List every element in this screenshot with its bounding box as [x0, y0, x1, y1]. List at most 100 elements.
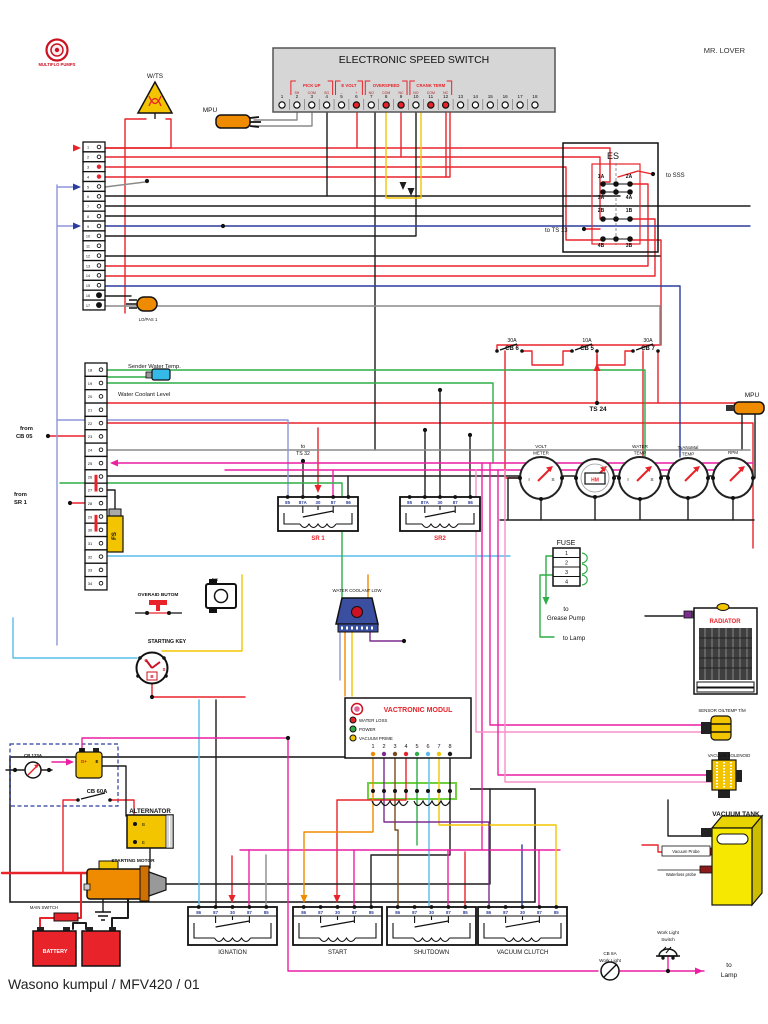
relay-coil-legs — [392, 923, 471, 939]
label: 8 — [87, 215, 89, 219]
relay-coil-legs — [193, 923, 272, 939]
label: E — [142, 840, 145, 845]
label: 85 — [407, 500, 412, 505]
label: 3 — [393, 744, 396, 750]
relay-terminal — [463, 905, 468, 909]
relay-contact-stubs — [414, 916, 449, 923]
module-terminal — [425, 751, 431, 757]
relay-contact-stubs — [505, 916, 540, 923]
relay-terminal — [213, 905, 218, 909]
strip-terminal — [96, 283, 102, 288]
strip-terminal — [98, 367, 104, 372]
label: 17 — [86, 304, 90, 308]
wire — [539, 574, 555, 638]
label: STARTING KEY — [148, 639, 187, 645]
strip-pin — [382, 789, 386, 793]
connector-coils — [371, 799, 451, 807]
label: WATER LOSS — [359, 718, 387, 723]
strip-terminal — [96, 164, 102, 169]
label: 87 — [503, 910, 508, 915]
ess-terminal — [397, 101, 405, 109]
label: 2 — [87, 156, 89, 160]
label: 30A — [507, 338, 517, 344]
label: CB 60A — [87, 789, 108, 795]
wire-arrow — [399, 182, 407, 190]
wire — [161, 574, 243, 652]
junction-dot — [67, 500, 73, 506]
wire — [104, 218, 656, 277]
label: 1A — [598, 174, 605, 180]
wire — [496, 239, 662, 352]
wire — [39, 917, 57, 930]
wire-arrow — [73, 183, 81, 191]
relay-terminal — [369, 905, 374, 909]
switch-pole — [631, 349, 635, 353]
module-terminal — [392, 751, 398, 757]
label: ES — [212, 577, 218, 583]
label: 30 — [438, 500, 443, 505]
gauge-terminal — [711, 476, 715, 480]
relay-terminal — [429, 905, 434, 909]
ess-group-bracket — [335, 80, 363, 95]
label: – — [341, 91, 343, 95]
strip-terminal — [96, 263, 102, 268]
label: 9 — [87, 225, 89, 229]
label: TEMP — [634, 451, 647, 456]
gauge-terminal — [706, 476, 710, 480]
strip-terminal — [98, 447, 104, 453]
led-water-loss — [349, 716, 357, 724]
label: Sender Water Temp. — [128, 364, 181, 370]
label: 16 — [86, 294, 90, 298]
label: HM — [591, 478, 599, 484]
switch-blade — [574, 343, 593, 351]
green-connector-strip — [367, 782, 457, 800]
wire — [253, 111, 313, 127]
switch-pole — [495, 349, 499, 353]
label: NC — [443, 91, 449, 95]
wire — [667, 799, 704, 837]
label: 24 — [88, 448, 93, 453]
ess-terminal — [337, 101, 346, 109]
label: 22 — [88, 421, 93, 426]
label: 3A — [598, 195, 605, 201]
label: 87 — [213, 910, 218, 915]
strip-terminal — [98, 380, 104, 386]
wire-arrow — [73, 144, 81, 152]
gauge-terminal — [638, 497, 642, 501]
wire — [303, 753, 374, 901]
label: 21 — [88, 408, 93, 413]
junction-dot — [650, 171, 656, 177]
ess-terminal — [382, 101, 390, 109]
gauge-terminal — [659, 476, 663, 480]
label: 85 — [463, 910, 468, 915]
label: 15 — [86, 284, 90, 288]
label: VACUUM CLUTCH — [497, 950, 549, 956]
label: W/TS — [147, 73, 164, 80]
relay-contact-stubs — [320, 916, 355, 923]
relay-terminal — [285, 495, 290, 499]
label: 7 — [437, 744, 440, 750]
label: 30 — [335, 910, 340, 915]
fs-component — [106, 508, 124, 553]
label: 87 — [446, 910, 451, 915]
module-terminal — [381, 751, 387, 757]
label: OVERSPEED — [373, 83, 400, 88]
label: Water Coolant Level — [118, 392, 170, 398]
wire — [104, 166, 604, 241]
label: S — [650, 477, 653, 483]
ess-terminal — [471, 101, 480, 109]
label: 3B — [626, 243, 633, 249]
strip-pin — [371, 789, 375, 793]
wire — [383, 753, 490, 908]
switch-blade — [635, 343, 654, 351]
vacuum-probe-label-box — [661, 845, 711, 857]
ess-terminal — [367, 101, 375, 109]
label: 87 — [537, 910, 542, 915]
wire — [545, 555, 554, 603]
label: 7 — [370, 94, 373, 99]
label: to TS 13 — [545, 228, 568, 234]
label: CB 05 — [16, 434, 33, 440]
